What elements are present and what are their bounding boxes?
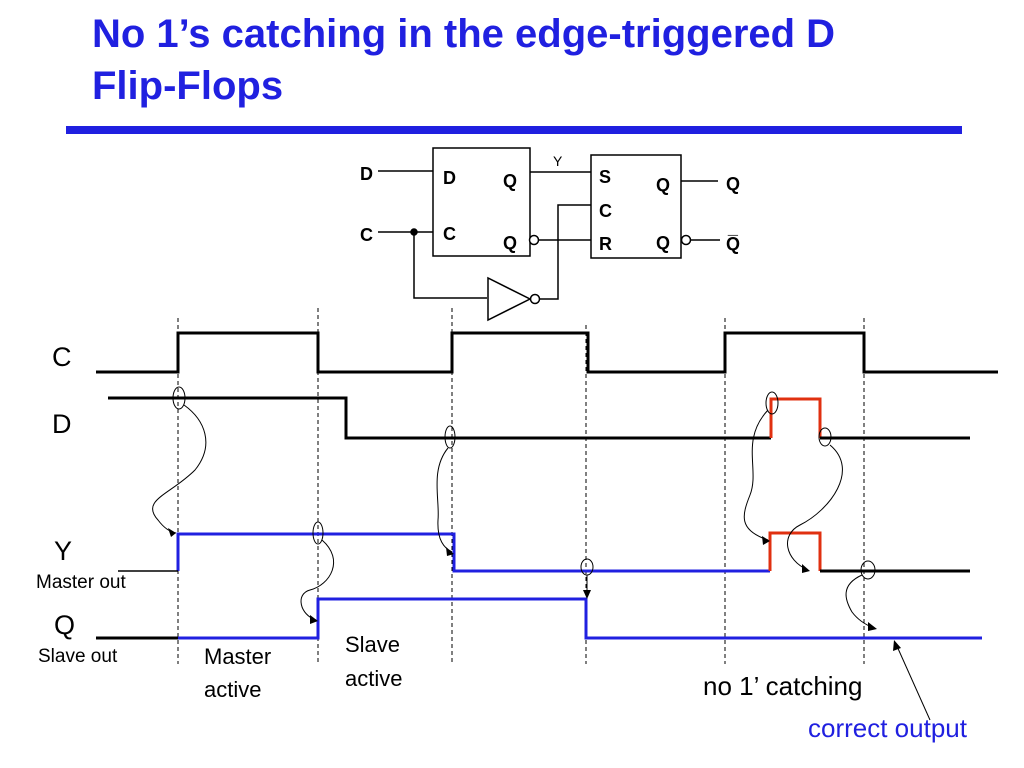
wire-inv-out (540, 204, 591, 300)
waveform-d (108, 396, 771, 440)
circuit-labels: D C D C Q Q Y S C R Q Q Q Q̅ (360, 153, 740, 254)
waveform-labels: C D Y Master out Q Slave out Master acti… (36, 342, 968, 743)
label-c: C (52, 342, 72, 372)
output-qbar-label: Q̅ (726, 234, 740, 254)
label-wire-y: Y (553, 153, 563, 169)
master-pin-c: C (443, 224, 456, 244)
arrow-1 (152, 404, 207, 534)
slave-pin-c: C (599, 201, 612, 221)
label-q: Q (54, 610, 75, 640)
master-latch-box (432, 147, 531, 257)
waveform-y (176, 532, 770, 573)
arrowhead-4 (583, 590, 591, 599)
title-underline (66, 126, 962, 134)
master-active-line1: Master (204, 644, 271, 669)
master-qbar-bubble (528, 234, 540, 246)
waveform-c (96, 331, 998, 374)
master-pin-qbar: Q (503, 233, 517, 253)
waveform-d-glitch (769, 397, 822, 438)
output-q-label: Q (726, 174, 740, 194)
marker-7 (860, 560, 876, 580)
slave-pin-qbar: Q (656, 233, 670, 253)
label-master-out: Master out (36, 572, 126, 593)
arrowhead-correct (893, 640, 901, 651)
marker-4 (580, 558, 594, 576)
arrowhead-3 (310, 615, 318, 624)
arrow-3 (300, 539, 335, 621)
waveforms (96, 331, 998, 640)
clock-edge-guides (177, 308, 865, 664)
master-pin-d: D (443, 168, 456, 188)
inverter-triangle (487, 276, 532, 322)
arrow-7 (845, 574, 875, 629)
waveform-q (178, 597, 982, 640)
slave-qbar-bubble (680, 234, 692, 246)
arrow-5 (743, 409, 769, 541)
wire-c-down (413, 232, 487, 299)
label-input-d: D (360, 164, 373, 184)
no-catching-note: no 1’ catching (703, 671, 862, 701)
label-y: Y (54, 536, 72, 566)
arrowhead-1 (168, 528, 176, 537)
marker-3 (312, 521, 324, 545)
slave-active-line2: active (345, 666, 402, 691)
waveform-y-glitch (768, 531, 822, 571)
slave-pin-r: R (599, 234, 612, 254)
slave-pin-s: S (599, 167, 611, 187)
arrowhead-5 (762, 536, 770, 545)
correct-output-note: correct output (808, 713, 968, 743)
marker-5 (765, 391, 779, 415)
title-line-2: Flip-Flops (92, 64, 284, 108)
arrow-heads (168, 528, 901, 651)
label-slave-out: Slave out (38, 646, 118, 667)
master-pin-q: Q (503, 171, 517, 191)
marker-2 (444, 425, 456, 449)
title-line-1: No 1’s catching in the edge-triggered D (92, 12, 836, 56)
sample-markers (152, 386, 931, 721)
master-active-line2: active (204, 677, 261, 702)
slave-pin-q: Q (656, 175, 670, 195)
slave-active-line1: Slave (345, 632, 400, 657)
arrow-2 (436, 447, 453, 553)
arrowhead-6 (802, 564, 810, 573)
arrow-6 (787, 444, 843, 571)
label-input-c: C (360, 225, 373, 245)
arrowhead-7 (868, 622, 877, 631)
label-d: D (52, 409, 72, 439)
inverter-bubble (529, 293, 541, 305)
marker-1 (172, 386, 186, 410)
marker-6 (818, 427, 832, 447)
arrow-correct (895, 643, 931, 721)
slide-title: No 1’s catching in the edge-triggered D … (92, 8, 992, 112)
arrowhead-2 (446, 547, 454, 556)
flip-flop-circuit (378, 147, 720, 322)
slave-latch-box (590, 154, 682, 259)
